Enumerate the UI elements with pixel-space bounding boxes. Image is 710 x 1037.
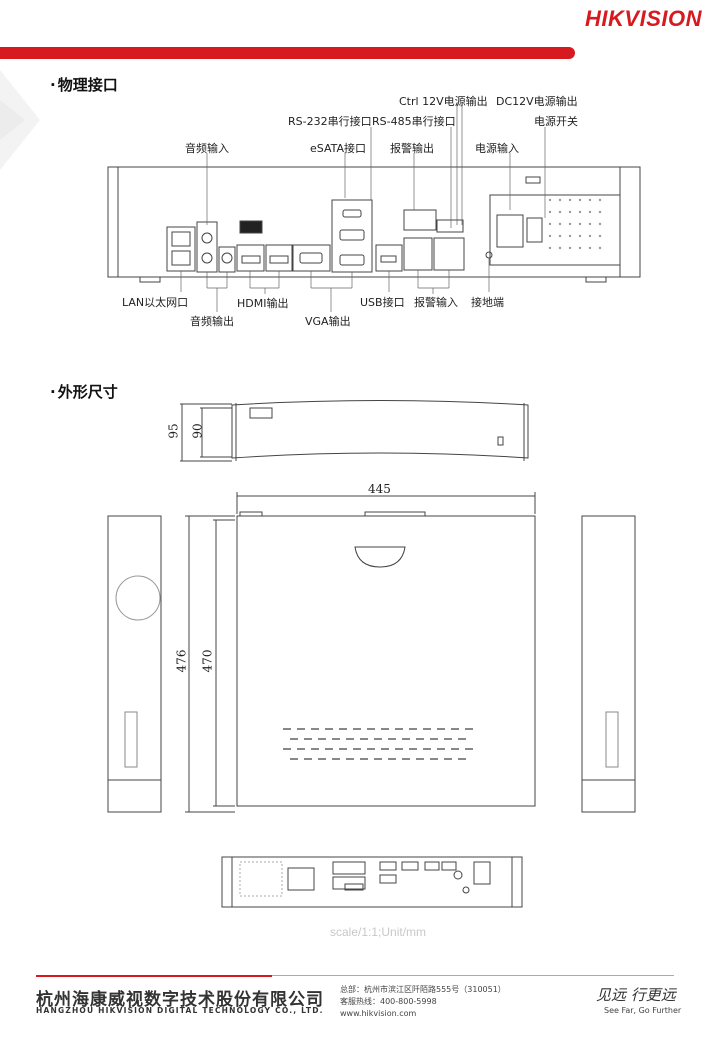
label-hdmi-out: HDMI输出 xyxy=(237,297,289,310)
hikvision-logo: HIKVISION xyxy=(585,6,702,32)
label-dc12v: DC12V电源输出 xyxy=(496,95,578,108)
website-link[interactable]: www.hikvision.com xyxy=(340,1009,417,1018)
hotline-line: 客服热线：400-800-5998 xyxy=(340,997,437,1006)
company-name-cn: 杭州海康威视数字技术股份有限公司 xyxy=(36,990,324,1010)
label-rs485: RS-485串行接口 xyxy=(372,115,456,128)
label-rs232: RS-232串行接口 xyxy=(288,115,372,128)
dim-height-outer: 95 xyxy=(166,423,181,439)
label-lan: LAN以太网口 xyxy=(122,296,189,309)
footer-gray-line xyxy=(272,975,674,976)
watermark-graphic xyxy=(0,70,40,170)
label-alarm-out: 报警输出 xyxy=(390,142,434,155)
slogan-en: See Far, Go Further xyxy=(604,1006,682,1015)
footer-red-line xyxy=(36,975,272,977)
slogan-cn: 见远 行更远 xyxy=(596,986,676,1004)
header-red-bar xyxy=(0,47,575,59)
dim-width: 445 xyxy=(368,482,391,496)
dim-depth-outer: 476 xyxy=(174,649,189,673)
address-line: 总部：杭州市滨江区阡陌路555号（310051） xyxy=(340,985,506,994)
contact-info: 总部：杭州市滨江区阡陌路555号（310051） 客服热线：400-800-59… xyxy=(340,984,506,1020)
scale-note: scale/1:1;Unit/mm xyxy=(330,925,427,939)
logo-hik-text: HIK xyxy=(585,6,625,31)
label-audio-in: 音频输入 xyxy=(185,142,229,155)
dim-height-inner: 90 xyxy=(190,423,205,439)
label-ground: 接地端 xyxy=(471,296,504,309)
label-audio-out: 音频输出 xyxy=(190,315,234,328)
label-power-switch: 电源开关 xyxy=(534,115,578,128)
label-alarm-in: 报警输入 xyxy=(414,296,458,309)
label-ctrl12v: Ctrl 12V电源输出 xyxy=(399,95,488,108)
label-esata: eSATA接口 xyxy=(310,142,367,155)
section-title-dimensions: ·外形尺寸 xyxy=(50,383,118,401)
dim-depth-inner: 470 xyxy=(200,649,215,673)
company-name-en: HANGZHOU HIKVISION DIGITAL TECHNOLOGY CO… xyxy=(36,1006,324,1015)
logo-vision-text: VISION xyxy=(624,6,702,31)
label-power-in: 电源输入 xyxy=(475,142,519,155)
label-vga-out: VGA输出 xyxy=(305,315,351,328)
label-usb: USB接口 xyxy=(360,296,405,309)
section-title-interfaces: ·物理接口 xyxy=(50,76,118,94)
